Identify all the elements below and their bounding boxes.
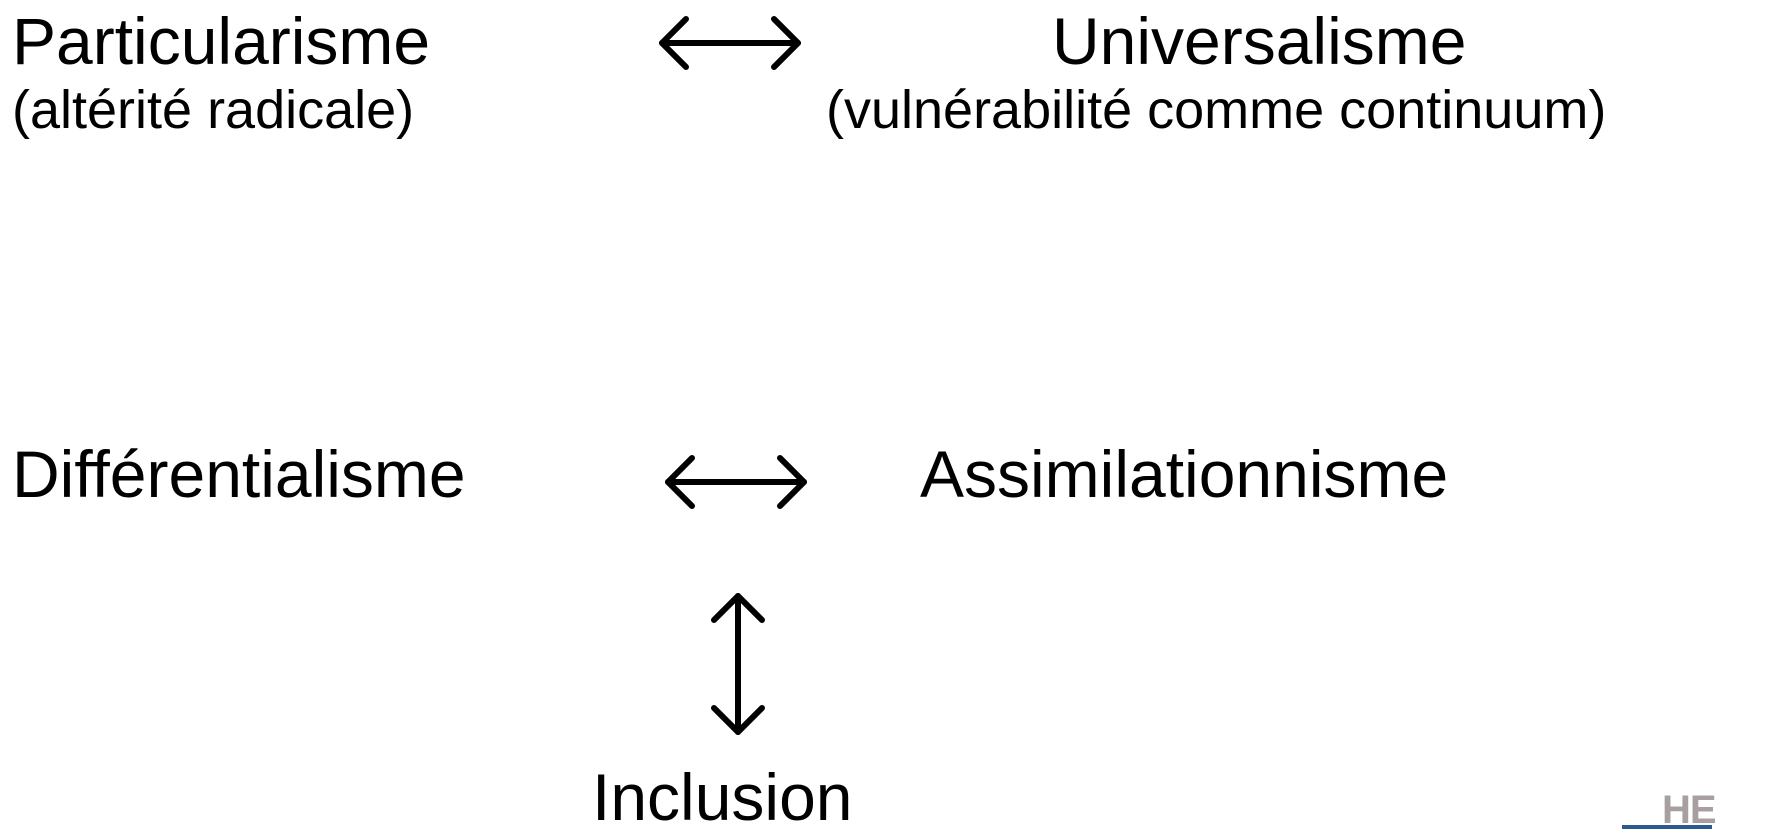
- institution-logo: HE: [1618, 790, 1728, 829]
- double-arrow-top-icon: [659, 16, 801, 70]
- subtitle-alterite-radicale: (altérité radicale): [12, 80, 415, 140]
- term-universalisme: Universalisme: [1052, 4, 1467, 78]
- vertical-double-arrow-icon: [711, 593, 765, 735]
- term-assimilationnisme: Assimilationnisme: [920, 437, 1449, 511]
- term-differentialisme: Différentialisme: [12, 437, 466, 511]
- logo-bar: [1622, 825, 1712, 829]
- term-inclusion: Inclusion: [592, 760, 853, 834]
- logo-text: HE: [1662, 790, 1717, 829]
- double-arrow-middle-icon: [665, 455, 807, 509]
- term-particularisme: Particularisme: [12, 4, 431, 78]
- subtitle-vulnerabilite-continuum: (vulnérabilité comme continuum): [826, 80, 1607, 140]
